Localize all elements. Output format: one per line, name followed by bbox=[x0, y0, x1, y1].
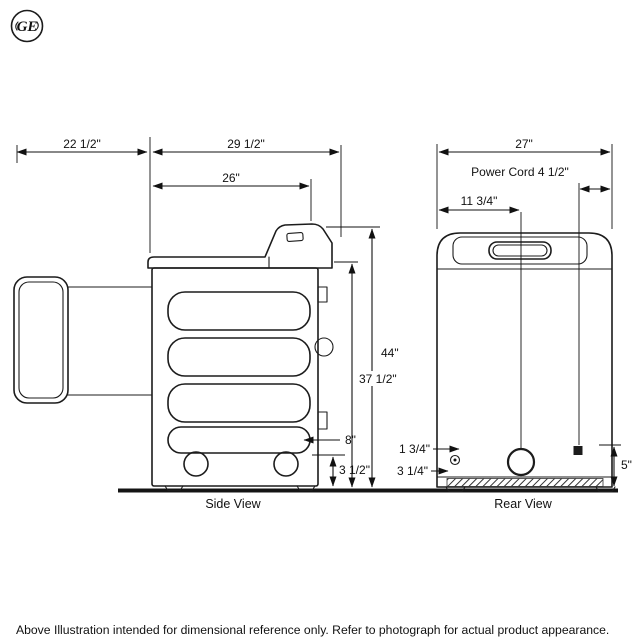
dryer-cabinet-side bbox=[151, 267, 319, 487]
label-background bbox=[377, 345, 405, 360]
rear-fitting-center bbox=[453, 458, 457, 462]
leveling-leg-front bbox=[183, 451, 209, 477]
dim-label-rear-base-height: 5" bbox=[621, 458, 632, 472]
ge-logo-circle bbox=[10, 9, 44, 43]
console-back-recess-outer bbox=[488, 241, 552, 260]
side-panel bbox=[167, 383, 311, 423]
label-background bbox=[356, 371, 404, 386]
side-panel bbox=[167, 337, 311, 377]
dryer-cabinet-rear bbox=[436, 232, 613, 488]
foot bbox=[595, 486, 616, 493]
dim-label-exhaust-offset: 11 3/4" bbox=[461, 194, 498, 208]
open-door-inner bbox=[18, 281, 64, 399]
leveling-leg-rear bbox=[273, 451, 299, 477]
foot bbox=[164, 485, 184, 492]
ge-logo-monogram: GE bbox=[17, 19, 38, 35]
dim-label-door-open-depth: 22 1/2" bbox=[63, 137, 101, 151]
dim-label-cabinet-depth: 26" bbox=[222, 171, 240, 185]
dim-label-overall-depth: 29 1/2" bbox=[227, 137, 265, 151]
rear-fitting bbox=[449, 454, 461, 466]
side-view-drawing bbox=[13, 223, 334, 492]
side-view-dimensions: 22 1/2" 29 1/2" 26" 44" 37 1/2" 8" 3 1/2… bbox=[16, 137, 405, 488]
console-display bbox=[286, 232, 304, 242]
side-view-caption: Side View bbox=[205, 497, 261, 511]
exhaust-vent bbox=[506, 447, 536, 477]
open-door-outer bbox=[13, 276, 69, 404]
foot bbox=[296, 485, 316, 492]
dim-label-cabinet-height: 37 1/2" bbox=[359, 372, 397, 386]
ge-logo-swirl-right bbox=[35, 21, 39, 31]
rear-view-dimensions: 27" Power Cord 4 1/2" 11 3/4" 1 3/4" 3 1… bbox=[397, 137, 632, 487]
dim-label-base-height: 3 1/2" bbox=[339, 463, 370, 477]
dim-label-rear-bottom-offset: 8" bbox=[345, 433, 356, 447]
dim-label-rear-width: 27" bbox=[515, 137, 533, 151]
console-back-recess-inner bbox=[492, 244, 548, 257]
footnote: Above Illustration intended for dimensio… bbox=[16, 623, 609, 637]
rear-view-caption: Rear View bbox=[494, 497, 552, 511]
power-cord-entry bbox=[573, 446, 583, 455]
side-panel bbox=[167, 291, 311, 331]
rear-base-hatch bbox=[446, 478, 604, 487]
rear-bracket-top bbox=[317, 286, 328, 303]
foot bbox=[445, 486, 466, 493]
dim-label-power-cord: Power Cord 4 1/2" bbox=[471, 165, 569, 179]
dim-label-cord-side-offset: 1 3/4" bbox=[399, 442, 430, 456]
dim-label-cord-floor-offset: 3 1/4" bbox=[397, 464, 428, 478]
dim-label-overall-height: 44" bbox=[381, 346, 399, 360]
console-back bbox=[452, 236, 588, 265]
dryer-top-console bbox=[147, 223, 333, 269]
side-exhaust-detail bbox=[314, 337, 334, 357]
ge-logo-swirl-left bbox=[15, 21, 19, 31]
side-panel bbox=[167, 426, 311, 454]
rear-view-drawing bbox=[436, 232, 616, 493]
rear-bracket-bottom bbox=[317, 411, 328, 430]
ge-logo-icon: GE bbox=[10, 9, 44, 43]
